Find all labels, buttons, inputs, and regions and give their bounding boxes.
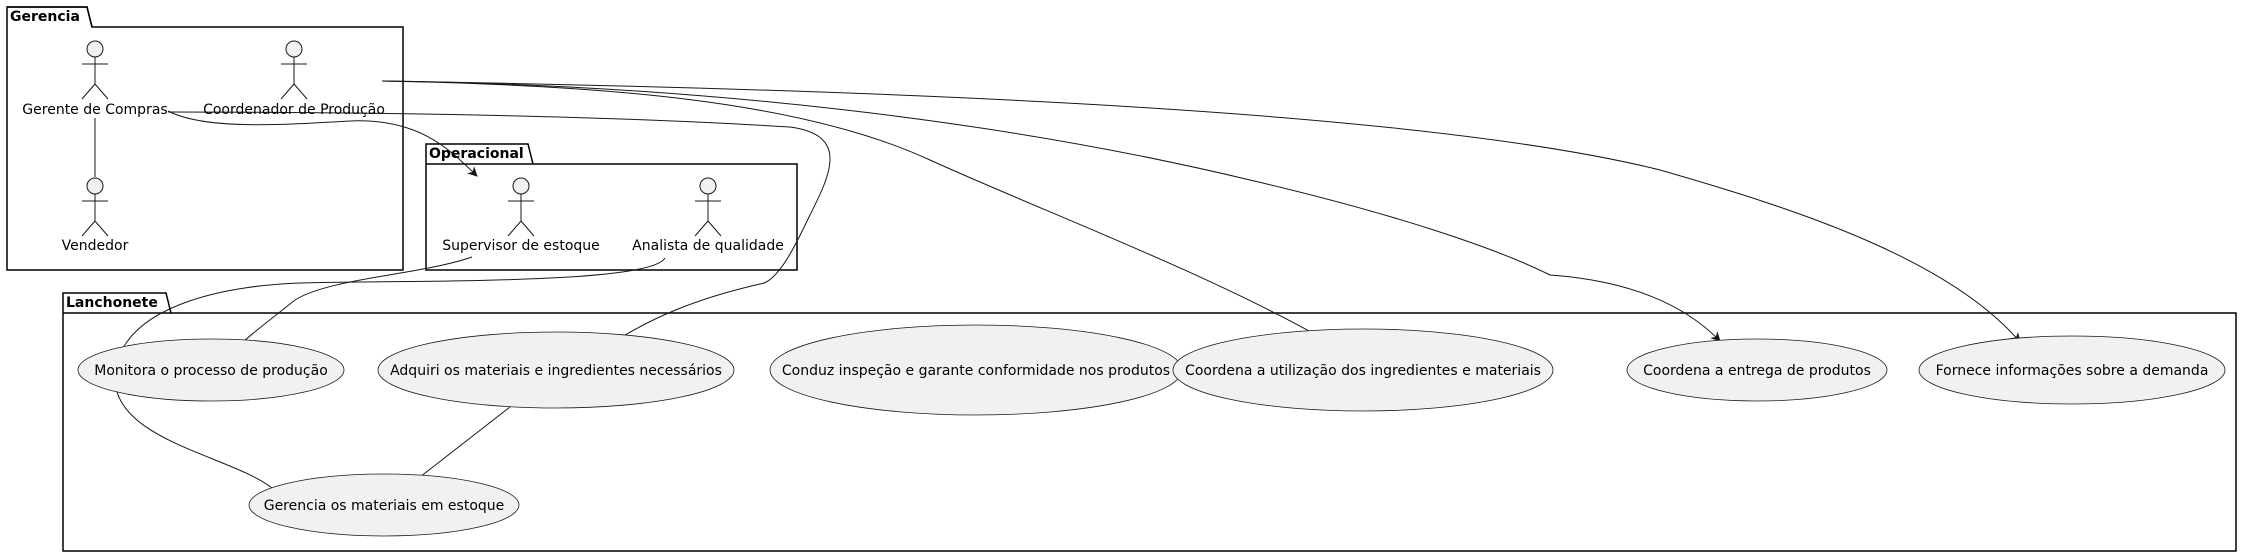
package-lanchonete: Lanchonete xyxy=(62,292,2237,552)
actor-coordenador-de-producao: Coordenador de Produção xyxy=(203,40,385,118)
link-coordenador-utilizacao xyxy=(381,80,1321,338)
actor-vendedor: Vendedor xyxy=(62,177,129,254)
stick-figure-icon xyxy=(81,177,109,237)
use-case-coordena-utilizacao: Coordena a utilização dos ingredientes e… xyxy=(1172,328,1554,412)
stick-figure-icon xyxy=(694,177,722,237)
use-case-monitora: Monitora o processo de produção xyxy=(77,338,345,402)
link-analista-gerencia xyxy=(114,257,666,489)
use-case-label: Conduz inspeção e garante conformidade n… xyxy=(782,363,1170,379)
package-title-gerencia: Gerencia xyxy=(10,9,80,25)
stick-figure-icon xyxy=(280,40,308,100)
link-coordenador-fornece xyxy=(381,80,2021,343)
package-operacional: Operacional xyxy=(425,143,798,271)
actor-label: Analista de qualidade xyxy=(632,238,784,254)
link-supervisor-monitora xyxy=(241,256,473,344)
package-title-lanchonete: Lanchonete xyxy=(66,295,158,311)
use-case-label: Monitora o processo de produção xyxy=(94,363,328,379)
link-adquiri-gerencia xyxy=(419,406,511,478)
connectors xyxy=(94,80,2021,489)
link-coordenador-entrega xyxy=(381,80,1721,342)
use-case-coordena-entrega: Coordena a entrega de produtos xyxy=(1626,338,1888,402)
use-case-label: Coordena a entrega de produtos xyxy=(1643,363,1871,379)
package-title-operacional: Operacional xyxy=(429,146,524,162)
stick-figure-icon xyxy=(81,40,109,100)
use-case-gerencia-estoque: Gerencia os materiais em estoque xyxy=(248,473,520,537)
package-gerencia: Gerencia xyxy=(6,6,404,271)
actor-label: Supervisor de estoque xyxy=(442,238,600,254)
use-case-label: Coordena a utilização dos ingredientes e… xyxy=(1185,363,1541,379)
actor-gerente-de-compras: Gerente de Compras xyxy=(22,40,168,118)
link-gerente-adquiri xyxy=(167,111,831,339)
use-case-adquiri: Adquiri os materiais e ingredientes nece… xyxy=(377,331,735,409)
use-case-label: Adquiri os materiais e ingredientes nece… xyxy=(390,363,722,379)
actor-analista-de-qualidade: Analista de qualidade xyxy=(632,177,784,254)
use-case-conduz: Conduz inspeção e garante conformidade n… xyxy=(769,324,1183,416)
stick-figure-icon xyxy=(507,177,535,237)
actor-label: Coordenador de Produção xyxy=(203,102,385,118)
use-case-fornece: Fornece informações sobre a demanda xyxy=(1918,335,2226,405)
actor-label: Vendedor xyxy=(62,238,129,254)
link-gerente-supervisor xyxy=(167,110,478,177)
use-case-label: Fornece informações sobre a demanda xyxy=(1936,363,2209,379)
actor-supervisor-de-estoque: Supervisor de estoque xyxy=(442,177,600,254)
actor-label: Gerente de Compras xyxy=(22,102,167,118)
use-case-label: Gerencia os materiais em estoque xyxy=(264,498,505,514)
